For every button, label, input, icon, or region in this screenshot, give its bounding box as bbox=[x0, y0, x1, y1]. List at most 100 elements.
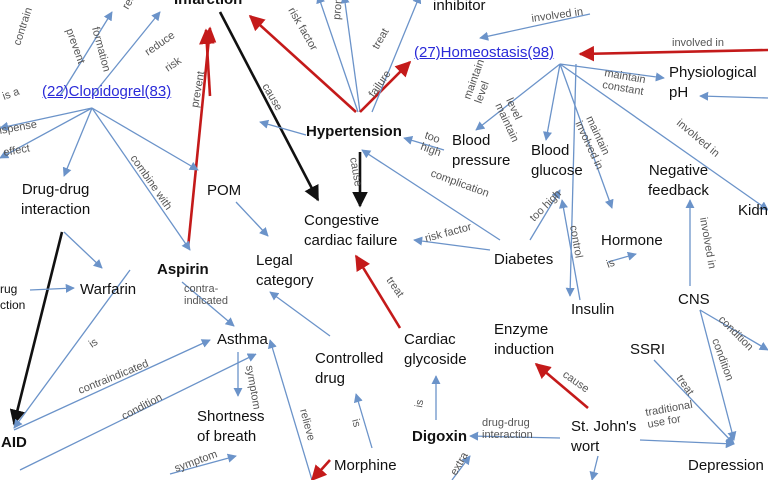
edge-label-is-cd: is bbox=[349, 418, 363, 429]
edge-clopidogrel-reduce bbox=[91, 11, 161, 97]
edge-label-reduce: reduce bbox=[143, 29, 177, 58]
edge-sjw-cause-enzyme bbox=[534, 362, 589, 409]
edge-clopidogrel-combine-with-aspirin bbox=[91, 107, 191, 251]
node-nsaid[interactable]: AID bbox=[1, 434, 27, 451]
edge-insulin-control-bg bbox=[558, 199, 581, 301]
edge-cns-condition-right bbox=[699, 309, 768, 351]
edge-label-contrain: contrain bbox=[11, 6, 35, 47]
node-enzyme-induction[interactable]: Enzyme induction bbox=[494, 321, 555, 359]
edge-ddi-warfarin bbox=[63, 231, 103, 269]
edge-label-prevent: prevent bbox=[63, 27, 87, 66]
edge-sjw-ddi-digoxin bbox=[469, 431, 561, 441]
node-controlled-drug[interactable]: Controlled drug bbox=[315, 350, 384, 388]
node-hormone[interactable]: Hormone bbox=[601, 232, 663, 249]
node-infarction[interactable]: Infarction bbox=[174, 0, 242, 10]
edge-maintain-bp bbox=[475, 63, 561, 131]
edge-hypertension-promote bbox=[340, 0, 361, 113]
node-hypertension[interactable]: Hypertension bbox=[306, 123, 402, 140]
node-pom[interactable]: POM bbox=[207, 182, 242, 199]
edge-label-ispense: ispense bbox=[0, 119, 38, 137]
edge-label-complication: complication bbox=[429, 168, 491, 200]
edge-morphine-relieve-asthma bbox=[267, 339, 313, 480]
node-digoxin[interactable]: Digoxin bbox=[412, 428, 467, 445]
node-cns[interactable]: CNS bbox=[678, 291, 710, 308]
edge-aspirin-prevent-infarction bbox=[186, 26, 217, 249]
edge-sjw-traditional-use bbox=[639, 439, 735, 449]
node-drug-drug-interaction[interactable]: Drug-drug interaction bbox=[21, 181, 91, 219]
edge-sjw-bottom bbox=[589, 455, 599, 480]
node-insulin[interactable]: Insulin bbox=[571, 301, 615, 318]
edge-morphine-red bbox=[310, 459, 331, 480]
edge-insulin-is-hormone bbox=[607, 251, 637, 263]
node-kidney[interactable]: Kidn bbox=[738, 202, 768, 219]
node-physiological-ph[interactable]: Physiological pH bbox=[669, 64, 757, 102]
node-ssri[interactable]: SSRI bbox=[630, 341, 666, 358]
node-asthma[interactable]: Asthma bbox=[217, 331, 268, 348]
node-morphine[interactable]: Morphine bbox=[334, 457, 397, 474]
edge-label-involved-in-cns: involved in bbox=[697, 216, 718, 269]
node-homeostasis-link[interactable]: (27)Homeostasis(98) bbox=[414, 44, 555, 61]
edge-diabetes-complication-ht bbox=[361, 149, 501, 241]
node-aspirin[interactable]: Aspirin bbox=[157, 261, 209, 278]
edge-label-maintain-constant: maintainconstant bbox=[601, 67, 646, 98]
edge-label-maintain-level-bp: maintainlevel bbox=[462, 58, 499, 105]
edge-maintain-hormone bbox=[559, 63, 614, 209]
edge-label-contra-indicated: contra-indicated bbox=[184, 283, 228, 307]
edge-label-combine-with: combine with bbox=[128, 153, 175, 212]
edge-aspirin-contra-asthma bbox=[181, 281, 235, 327]
edge-label-too-high-diab: too high bbox=[528, 188, 564, 224]
edge-clopidogrel-left-2 bbox=[0, 107, 93, 159]
edge-label-too-high: toohigh bbox=[419, 130, 447, 160]
edge-label-symptom-bottom: symptom bbox=[173, 448, 219, 475]
edge-clopidogrel-pom bbox=[91, 107, 199, 171]
edge-maintain-constant-ph bbox=[559, 63, 665, 82]
node-diabetes[interactable]: Diabetes bbox=[494, 251, 554, 268]
edge-label-involved-in-diag: involved in bbox=[674, 117, 722, 160]
edge-label-treat-cg: treat bbox=[384, 275, 406, 300]
edge-label-extra: extra bbox=[448, 450, 471, 478]
edge-clopidogrel-contrain bbox=[59, 11, 113, 97]
edge-left-warfarin bbox=[29, 283, 75, 293]
edge-cns-condition-depression bbox=[699, 309, 737, 441]
edge-label-involved-in-right: involved in bbox=[672, 37, 724, 49]
edge-hypertension-risk-factor-infarction bbox=[248, 14, 357, 113]
node-depression[interactable]: Depression bbox=[688, 457, 764, 474]
edge-treat-inhibitor bbox=[371, 0, 422, 113]
node-drug-left-partial[interactable]: rug bbox=[0, 282, 18, 296]
edge-label-symptom-asthma: symptom bbox=[243, 364, 263, 410]
node-blood-glucose[interactable]: Blood glucose bbox=[531, 142, 583, 180]
edge-label-cause-sjw: cause bbox=[560, 369, 591, 396]
edge-label-is-ddi: is bbox=[87, 336, 101, 351]
edge-ssri-treat-depression bbox=[653, 359, 735, 445]
edge-diabetes-too-high-bg bbox=[529, 189, 561, 241]
node-clopidogrel-link[interactable]: (22)Clopidogrel(83) bbox=[42, 83, 172, 100]
edge-too-high-hypertension bbox=[403, 135, 445, 151]
edge-label-contraindicated: contraindicated bbox=[77, 358, 151, 397]
edge-maintain-bg bbox=[543, 63, 561, 141]
edge-label-risk-factor-top: risk factor bbox=[285, 6, 319, 54]
node-st-johns-wort[interactable]: St. John's wort bbox=[571, 418, 637, 456]
node-shortness-of-breath[interactable]: Shortness of breath bbox=[197, 408, 265, 446]
node-negative-feedback[interactable]: Negative feedback bbox=[648, 162, 709, 200]
edge-homeostasis-failure bbox=[359, 60, 412, 113]
node-legal-category[interactable]: Legal category bbox=[256, 252, 314, 290]
node-congestive-cardiac-failure[interactable]: Congestive cardiac failure bbox=[304, 212, 398, 250]
edge-homeostasis-insulin bbox=[565, 63, 577, 297]
edge-label-formation: formation bbox=[89, 26, 112, 73]
edge-cd-legal-category bbox=[269, 291, 331, 337]
edge-label-relieve: relieve bbox=[297, 408, 317, 442]
node-blood-pressure[interactable]: Blood pressure bbox=[452, 132, 511, 170]
edge-label-involved-in-top: involved in bbox=[531, 6, 584, 25]
node-action-left-partial[interactable]: ction bbox=[0, 298, 26, 312]
edge-involved-in-top bbox=[479, 13, 591, 41]
edge-ht-dispense bbox=[259, 119, 307, 136]
edge-label-control: control bbox=[567, 224, 585, 259]
node-warfarin[interactable]: Warfarin bbox=[80, 281, 137, 298]
node-inhibitor[interactable]: inhibitor bbox=[433, 0, 486, 14]
edge-nsaid-condition-sob bbox=[19, 353, 257, 471]
edge-ph-right bbox=[699, 91, 768, 101]
edge-digoxin-extra bbox=[451, 455, 471, 480]
edge-infarction-cause-ccf bbox=[218, 11, 320, 202]
node-cardiac-glycoside[interactable]: Cardiac glycoside bbox=[404, 331, 467, 369]
